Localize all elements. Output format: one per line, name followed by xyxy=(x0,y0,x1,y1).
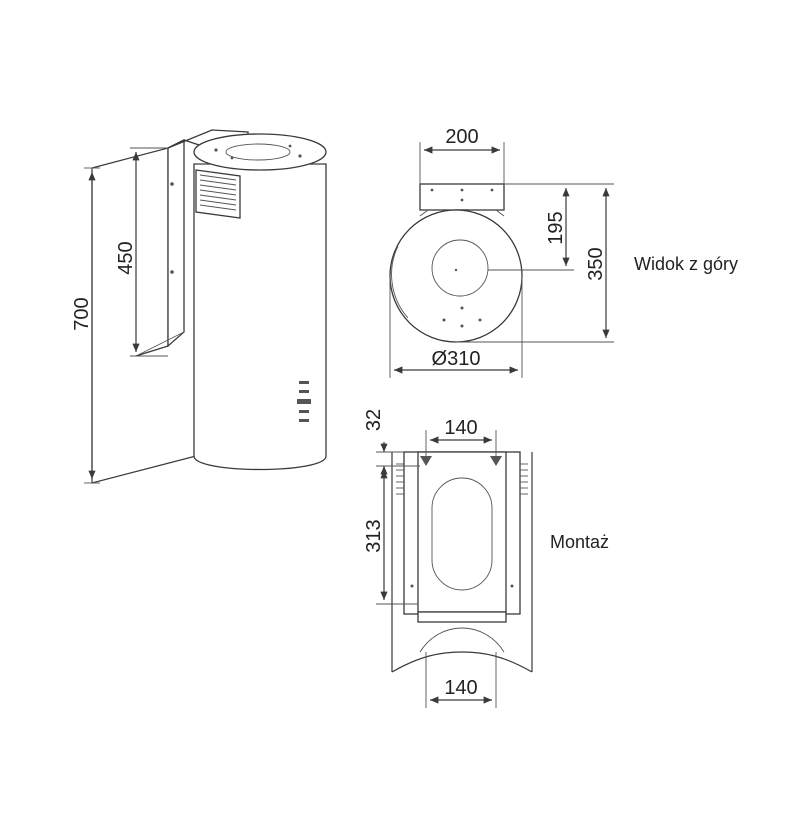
dim-height-bracket: 450 xyxy=(115,241,137,274)
control-panel xyxy=(297,381,311,422)
dim-bracket-height: 313 xyxy=(363,519,385,552)
mounting-view: 140 32 313 140 Montaż xyxy=(363,409,609,708)
outlet-opening xyxy=(225,143,291,161)
dim-bracket-width-top: 140 xyxy=(444,417,477,439)
mount-hole-right xyxy=(490,456,502,466)
mounting-label: Montaż xyxy=(550,532,609,552)
bracket-bottom-edge xyxy=(135,331,185,357)
dim-depth-total: 350 xyxy=(585,247,607,280)
dim-depth-offset: 195 xyxy=(545,211,567,244)
dim-bracket-width-bottom: 140 xyxy=(444,677,477,699)
cylinder-body xyxy=(193,163,327,471)
bracket-inner xyxy=(417,451,507,613)
dim-width-bracket-top: 200 xyxy=(445,126,478,148)
bracket-bottom-lip xyxy=(417,611,507,623)
top-view-label: Widok z góry xyxy=(634,254,738,274)
bracket-oval-cutout xyxy=(431,477,493,591)
dim-height-total: 700 xyxy=(71,297,93,330)
wall-bracket xyxy=(167,138,185,348)
vent-grille xyxy=(195,169,241,219)
cylinder-cut-bottom xyxy=(391,651,533,673)
perspective-view: 700 450 xyxy=(71,129,327,484)
dim-bracket-top-offset: 32 xyxy=(363,409,385,431)
dim-diameter: Ø310 xyxy=(432,348,481,370)
side-vents xyxy=(396,463,528,495)
hood-circle xyxy=(389,209,523,343)
top-outlet xyxy=(431,239,489,297)
cylinder-top xyxy=(193,133,327,171)
top-view: 200 195 350 Ø310 Widok z góry xyxy=(389,126,738,378)
mount-hole-left xyxy=(420,456,432,466)
mounting-plate xyxy=(419,183,505,211)
